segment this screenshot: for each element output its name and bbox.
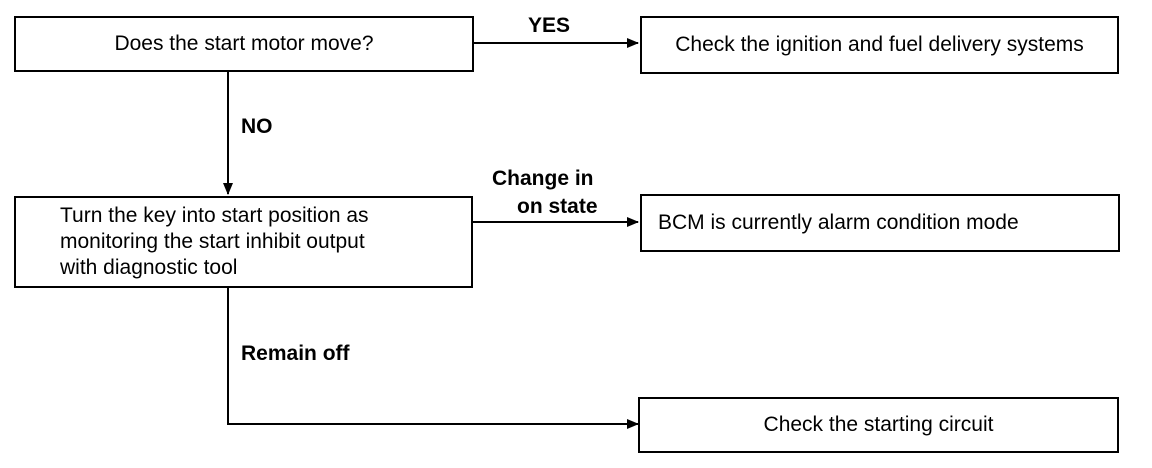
node-check-ignition-fuel: Check the ignition and fuel delivery sys… — [640, 16, 1119, 74]
edge-label-change-in: Change in — [492, 167, 594, 190]
edge-label-no: NO — [241, 115, 273, 138]
node-start-motor-question: Does the start motor move? — [14, 16, 474, 72]
node-start-motor-question-text: Does the start motor move? — [114, 32, 374, 55]
edge-label-remain-off: Remain off — [241, 342, 350, 365]
node-check-starting-circuit-text: Check the starting circuit — [763, 413, 994, 436]
node-check-ignition-fuel-text: Check the ignition and fuel delivery sys… — [675, 33, 1084, 56]
node-bcm-alarm-mode-text: BCM is currently alarm condition mode — [658, 211, 1019, 234]
edge-label-yes: YES — [528, 14, 571, 37]
node-turn-key-monitor: Turn the key into start position as moni… — [14, 196, 473, 288]
edge-remain-off-arrow — [227, 287, 639, 429]
node-check-starting-circuit: Check the starting circuit — [638, 397, 1119, 453]
node-bcm-alarm-mode: BCM is currently alarm condition mode — [640, 194, 1120, 252]
node-turn-key-monitor-text: Turn the key into start position as moni… — [60, 204, 369, 279]
edge-label-on-state: on state — [517, 195, 598, 218]
